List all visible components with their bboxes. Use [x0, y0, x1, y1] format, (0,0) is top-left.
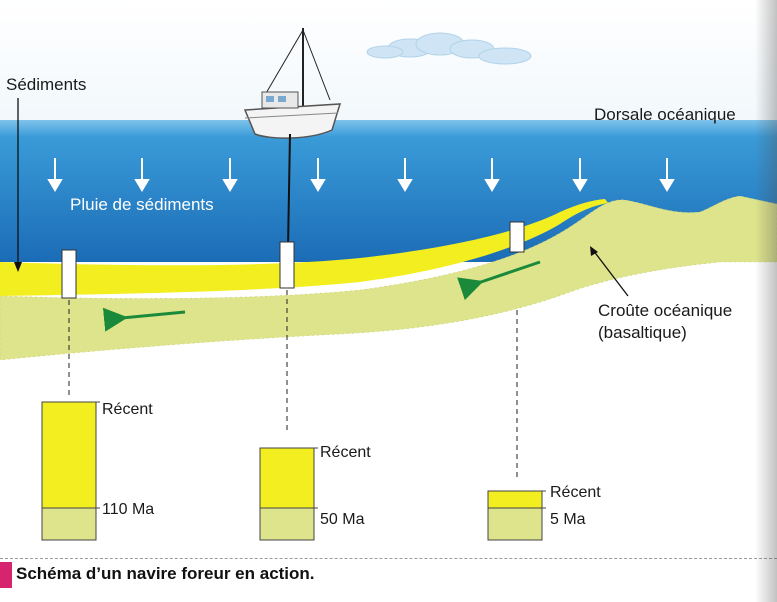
label-sediment-rain: Pluie de sédiments: [70, 195, 214, 214]
label-ridge: Dorsale océanique: [594, 105, 736, 124]
figure-caption: Schéma d’un navire foreur en action.: [0, 558, 777, 602]
label-crust-2: (basaltique): [598, 323, 687, 342]
drill-tube-left: [61, 249, 77, 299]
page-fold-shadow: [755, 0, 777, 602]
core-50-age-label: 50 Ma: [320, 511, 365, 528]
sky: [0, 0, 777, 120]
core-sample-110: [41, 401, 100, 541]
drill-tube-middle: [279, 241, 295, 289]
drilling-ship: [243, 28, 342, 249]
sediment-rain-arrows: [47, 158, 675, 192]
oceanic-crust: [0, 196, 777, 360]
crust-texture: [0, 195, 777, 361]
label-sediments: Sédiments: [6, 75, 86, 94]
sediment-layer: [0, 199, 608, 296]
core-sample-50: [259, 447, 318, 541]
core-50-top-label: Récent: [320, 444, 371, 461]
cloud: [366, 32, 532, 65]
caption-badge: [0, 562, 12, 588]
caption-text: Schéma d’un navire foreur en action.: [16, 564, 315, 583]
drill-tube-right: [509, 221, 525, 253]
plate-motion-arrows: [102, 260, 541, 332]
core-connectors: [68, 290, 518, 478]
crust-pointer: [592, 249, 629, 297]
caption-divider: [0, 558, 777, 559]
core-110-age-label: 110 Ma: [102, 501, 154, 518]
core-5-age-label: 5 Ma: [550, 511, 586, 528]
core-110-top-label: Récent: [102, 401, 153, 418]
core-5-top-label: Récent: [550, 484, 601, 501]
core-sample-5: [487, 490, 546, 541]
label-crust-1: Croûte océanique: [598, 301, 732, 320]
